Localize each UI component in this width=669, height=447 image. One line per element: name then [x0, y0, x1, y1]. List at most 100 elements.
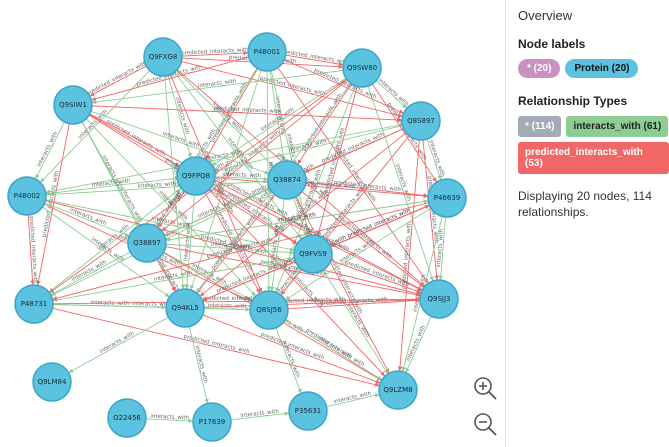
- edge-predicted-interacts-with[interactable]: [196, 194, 276, 294]
- rel-type-interacts-pill[interactable]: interacts_with (61): [566, 116, 669, 137]
- edge-interacts-with[interactable]: [45, 177, 178, 196]
- node-q9lm84[interactable]: Q9LM84: [32, 362, 72, 402]
- edge-interacts-with[interactable]: [35, 121, 65, 180]
- edge-predicted-interacts-with[interactable]: [89, 65, 147, 97]
- edge-interacts-with[interactable]: [322, 269, 389, 375]
- edge-predicted-interacts-with[interactable]: [202, 314, 381, 384]
- node-circle[interactable]: [143, 37, 183, 77]
- node-label-protein-pill[interactable]: Protein (20): [565, 59, 639, 78]
- edge-predicted-interacts-with[interactable]: [330, 259, 422, 294]
- edge-interacts-with[interactable]: [438, 216, 446, 281]
- edge-interacts-with[interactable]: [275, 327, 302, 394]
- edge-predicted-interacts-with[interactable]: [165, 246, 421, 297]
- node-q9fvs9[interactable]: Q9FVS9: [293, 234, 333, 274]
- edge-predicted-interacts-with[interactable]: [45, 200, 421, 296]
- node-circle[interactable]: [267, 160, 307, 200]
- edge-predicted-interacts-with[interactable]: [52, 297, 421, 305]
- edge-interacts-with[interactable]: [81, 121, 139, 227]
- node-circle[interactable]: [14, 284, 54, 324]
- edge-predicted-interacts-with[interactable]: [181, 61, 403, 118]
- node-circle[interactable]: [7, 176, 47, 216]
- node-circle[interactable]: [192, 402, 232, 442]
- edge-predicted-interacts-with[interactable]: [287, 298, 421, 310]
- node-circle[interactable]: [107, 398, 147, 438]
- edge-predicted-interacts-with[interactable]: [199, 132, 407, 297]
- node-q8sj56[interactable]: Q8SJ56: [249, 290, 289, 330]
- node-circle[interactable]: [176, 156, 216, 196]
- edge-interacts-with[interactable]: [48, 187, 182, 293]
- node-circle[interactable]: [288, 391, 328, 431]
- edge-interacts-with[interactable]: [292, 197, 308, 237]
- edge-predicted-interacts-with[interactable]: [285, 54, 344, 67]
- edge-predicted-interacts-with[interactable]: [89, 113, 423, 291]
- edge-interacts-with[interactable]: [326, 393, 380, 408]
- edge-interacts-with[interactable]: [156, 67, 258, 228]
- edge-interacts-with[interactable]: [165, 199, 429, 241]
- edge-predicted-interacts-with[interactable]: [208, 189, 386, 377]
- edge-predicted-interacts-with[interactable]: [295, 196, 390, 374]
- node-p48731[interactable]: P48731: [14, 284, 54, 324]
- node-p48002[interactable]: P48002: [7, 176, 47, 216]
- edge-predicted-interacts-with[interactable]: [284, 59, 404, 114]
- edge-predicted-interacts-with[interactable]: [203, 297, 421, 308]
- edge-interacts-with[interactable]: [214, 176, 269, 182]
- edge-predicted-interacts-with[interactable]: [91, 56, 249, 101]
- node-circle[interactable]: [401, 101, 441, 141]
- edge-interacts-with[interactable]: [167, 75, 192, 158]
- edge-interacts-with[interactable]: [45, 199, 295, 252]
- node-p46639[interactable]: P46639: [427, 178, 467, 218]
- node-q9lzm8[interactable]: Q9LZM8: [378, 370, 418, 410]
- node-p17639[interactable]: P17639: [192, 402, 232, 442]
- edge-predicted-interacts-with[interactable]: [89, 114, 180, 167]
- edge-interacts-with[interactable]: [145, 418, 194, 424]
- edge-interacts-with[interactable]: [426, 138, 442, 181]
- edge-interacts-with[interactable]: [45, 124, 403, 194]
- edge-interacts-with[interactable]: [90, 110, 270, 175]
- edge-predicted-interacts-with[interactable]: [181, 50, 249, 57]
- node-circle[interactable]: [165, 288, 205, 328]
- edge-interacts-with[interactable]: [211, 77, 347, 167]
- edge-predicted-interacts-with[interactable]: [161, 79, 348, 232]
- edge-predicted-interacts-with[interactable]: [52, 202, 429, 301]
- edge-interacts-with[interactable]: [230, 411, 290, 421]
- graph-svg[interactable]: predicted_interacts_withpredicted_intera…: [0, 0, 505, 447]
- edge-predicted-interacts-with[interactable]: [27, 214, 35, 286]
- edge-predicted-interacts-with[interactable]: [397, 139, 420, 372]
- node-circle[interactable]: [249, 290, 289, 330]
- edge-predicted-interacts-with[interactable]: [36, 123, 70, 286]
- edge-predicted-interacts-with[interactable]: [214, 177, 429, 199]
- edge-predicted-interacts-with[interactable]: [297, 83, 352, 165]
- zoom-out-button[interactable]: [465, 408, 505, 440]
- edge-interacts-with[interactable]: [184, 194, 195, 290]
- node-circle[interactable]: [247, 32, 287, 72]
- edge-interacts-with[interactable]: [52, 256, 295, 303]
- zoom-in-button[interactable]: [465, 372, 505, 404]
- node-circle[interactable]: [127, 223, 167, 263]
- node-q9fxg8[interactable]: Q9FXG8: [143, 37, 183, 77]
- edge-interacts-with[interactable]: [203, 307, 251, 312]
- edge-interacts-with[interactable]: [284, 319, 383, 381]
- node-circle[interactable]: [293, 234, 333, 274]
- node-p48001[interactable]: P48001: [247, 32, 287, 72]
- edge-predicted-interacts-with[interactable]: [169, 74, 263, 293]
- edge-predicted-interacts-with[interactable]: [372, 83, 437, 183]
- edge-interacts-with[interactable]: [375, 80, 408, 109]
- edge-interacts-with[interactable]: [269, 198, 285, 292]
- node-q8s897[interactable]: Q8S897: [401, 101, 441, 141]
- node-circle[interactable]: [53, 85, 93, 125]
- edge-interacts-with[interactable]: [188, 326, 209, 404]
- edge-interacts-with[interactable]: [91, 69, 344, 105]
- edge-predicted-interacts-with[interactable]: [211, 186, 298, 244]
- edge-predicted-interacts-with[interactable]: [301, 191, 425, 288]
- node-circle[interactable]: [419, 279, 459, 319]
- edge-interacts-with[interactable]: [214, 125, 403, 173]
- edge-predicted-interacts-with[interactable]: [422, 139, 439, 281]
- node-circle[interactable]: [32, 362, 72, 402]
- edge-predicted-interacts-with[interactable]: [316, 86, 358, 236]
- node-q38897[interactable]: Q38897: [127, 223, 167, 263]
- edge-interacts-with[interactable]: [367, 85, 434, 282]
- node-o22456[interactable]: O22456: [107, 398, 147, 438]
- node-q38874[interactable]: Q38874: [267, 160, 307, 200]
- edge-interacts-with[interactable]: [81, 121, 177, 292]
